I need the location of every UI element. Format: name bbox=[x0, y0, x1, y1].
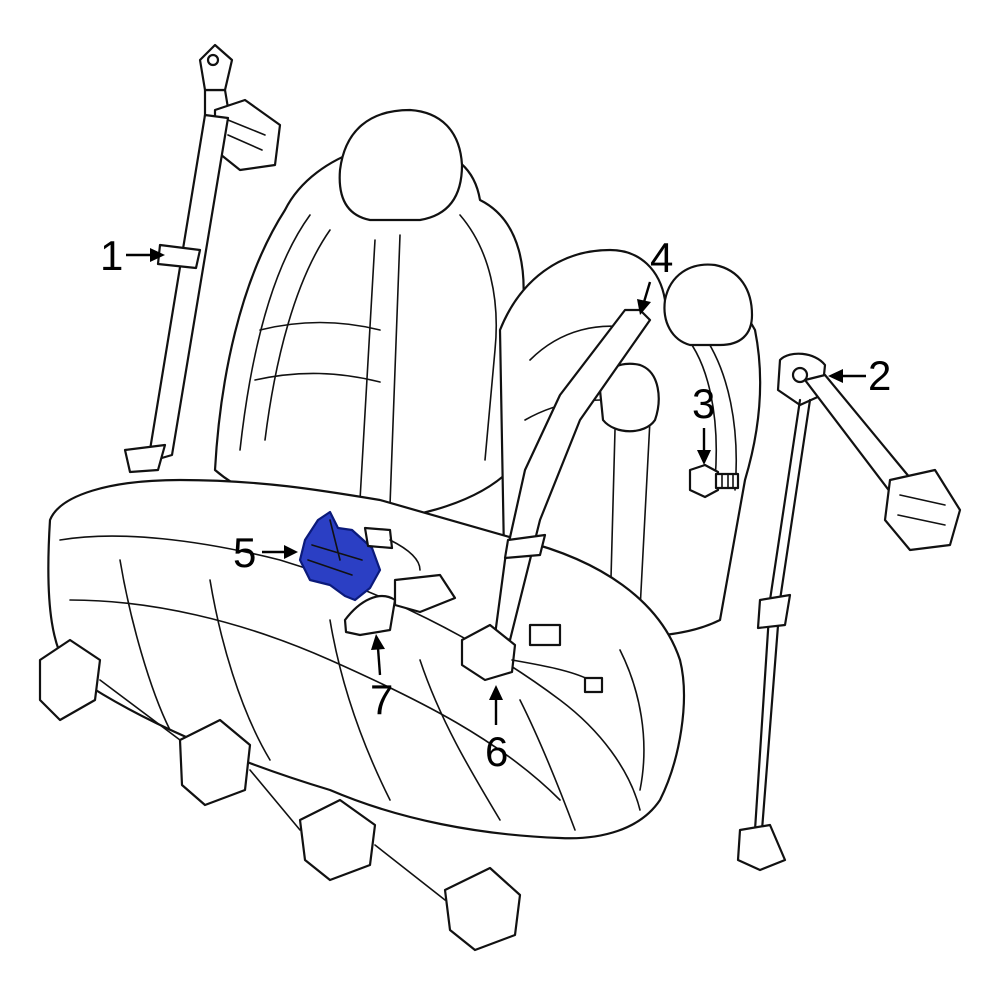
callout-label-5: 5 bbox=[233, 529, 256, 576]
part-1-seat-belt-left bbox=[123, 43, 282, 474]
part-5-highlighted-module bbox=[298, 510, 421, 602]
seat-leg-left bbox=[38, 638, 102, 722]
part-3-bolt bbox=[688, 463, 740, 499]
callout-label-7: 7 bbox=[370, 676, 393, 723]
seat-leg-right bbox=[443, 866, 522, 952]
callout-6: 6 bbox=[485, 685, 508, 775]
right-headrest bbox=[663, 263, 754, 347]
seat-leg-mid bbox=[178, 718, 252, 807]
part-6-buckle bbox=[460, 623, 604, 694]
part-2-seat-belt-right bbox=[736, 352, 962, 872]
callout-label-1: 1 bbox=[100, 232, 123, 279]
callout-label-2: 2 bbox=[868, 352, 891, 399]
seat-leg-front bbox=[298, 798, 377, 882]
callout-4: 4 bbox=[637, 234, 673, 315]
callout-5: 5 bbox=[233, 529, 298, 576]
part-4-center-belt bbox=[493, 308, 660, 647]
callout-label-3: 3 bbox=[692, 380, 715, 427]
callout-1: 1 bbox=[100, 232, 165, 279]
part-7-buckle bbox=[343, 573, 457, 637]
callout-label-6: 6 bbox=[485, 728, 508, 775]
callout-7: 7 bbox=[370, 634, 393, 723]
callout-3: 3 bbox=[692, 380, 715, 465]
highlighted-module-body bbox=[298, 510, 382, 602]
left-headrest bbox=[338, 108, 464, 222]
callout-label-4: 4 bbox=[650, 234, 673, 281]
callout-2: 2 bbox=[828, 352, 891, 399]
